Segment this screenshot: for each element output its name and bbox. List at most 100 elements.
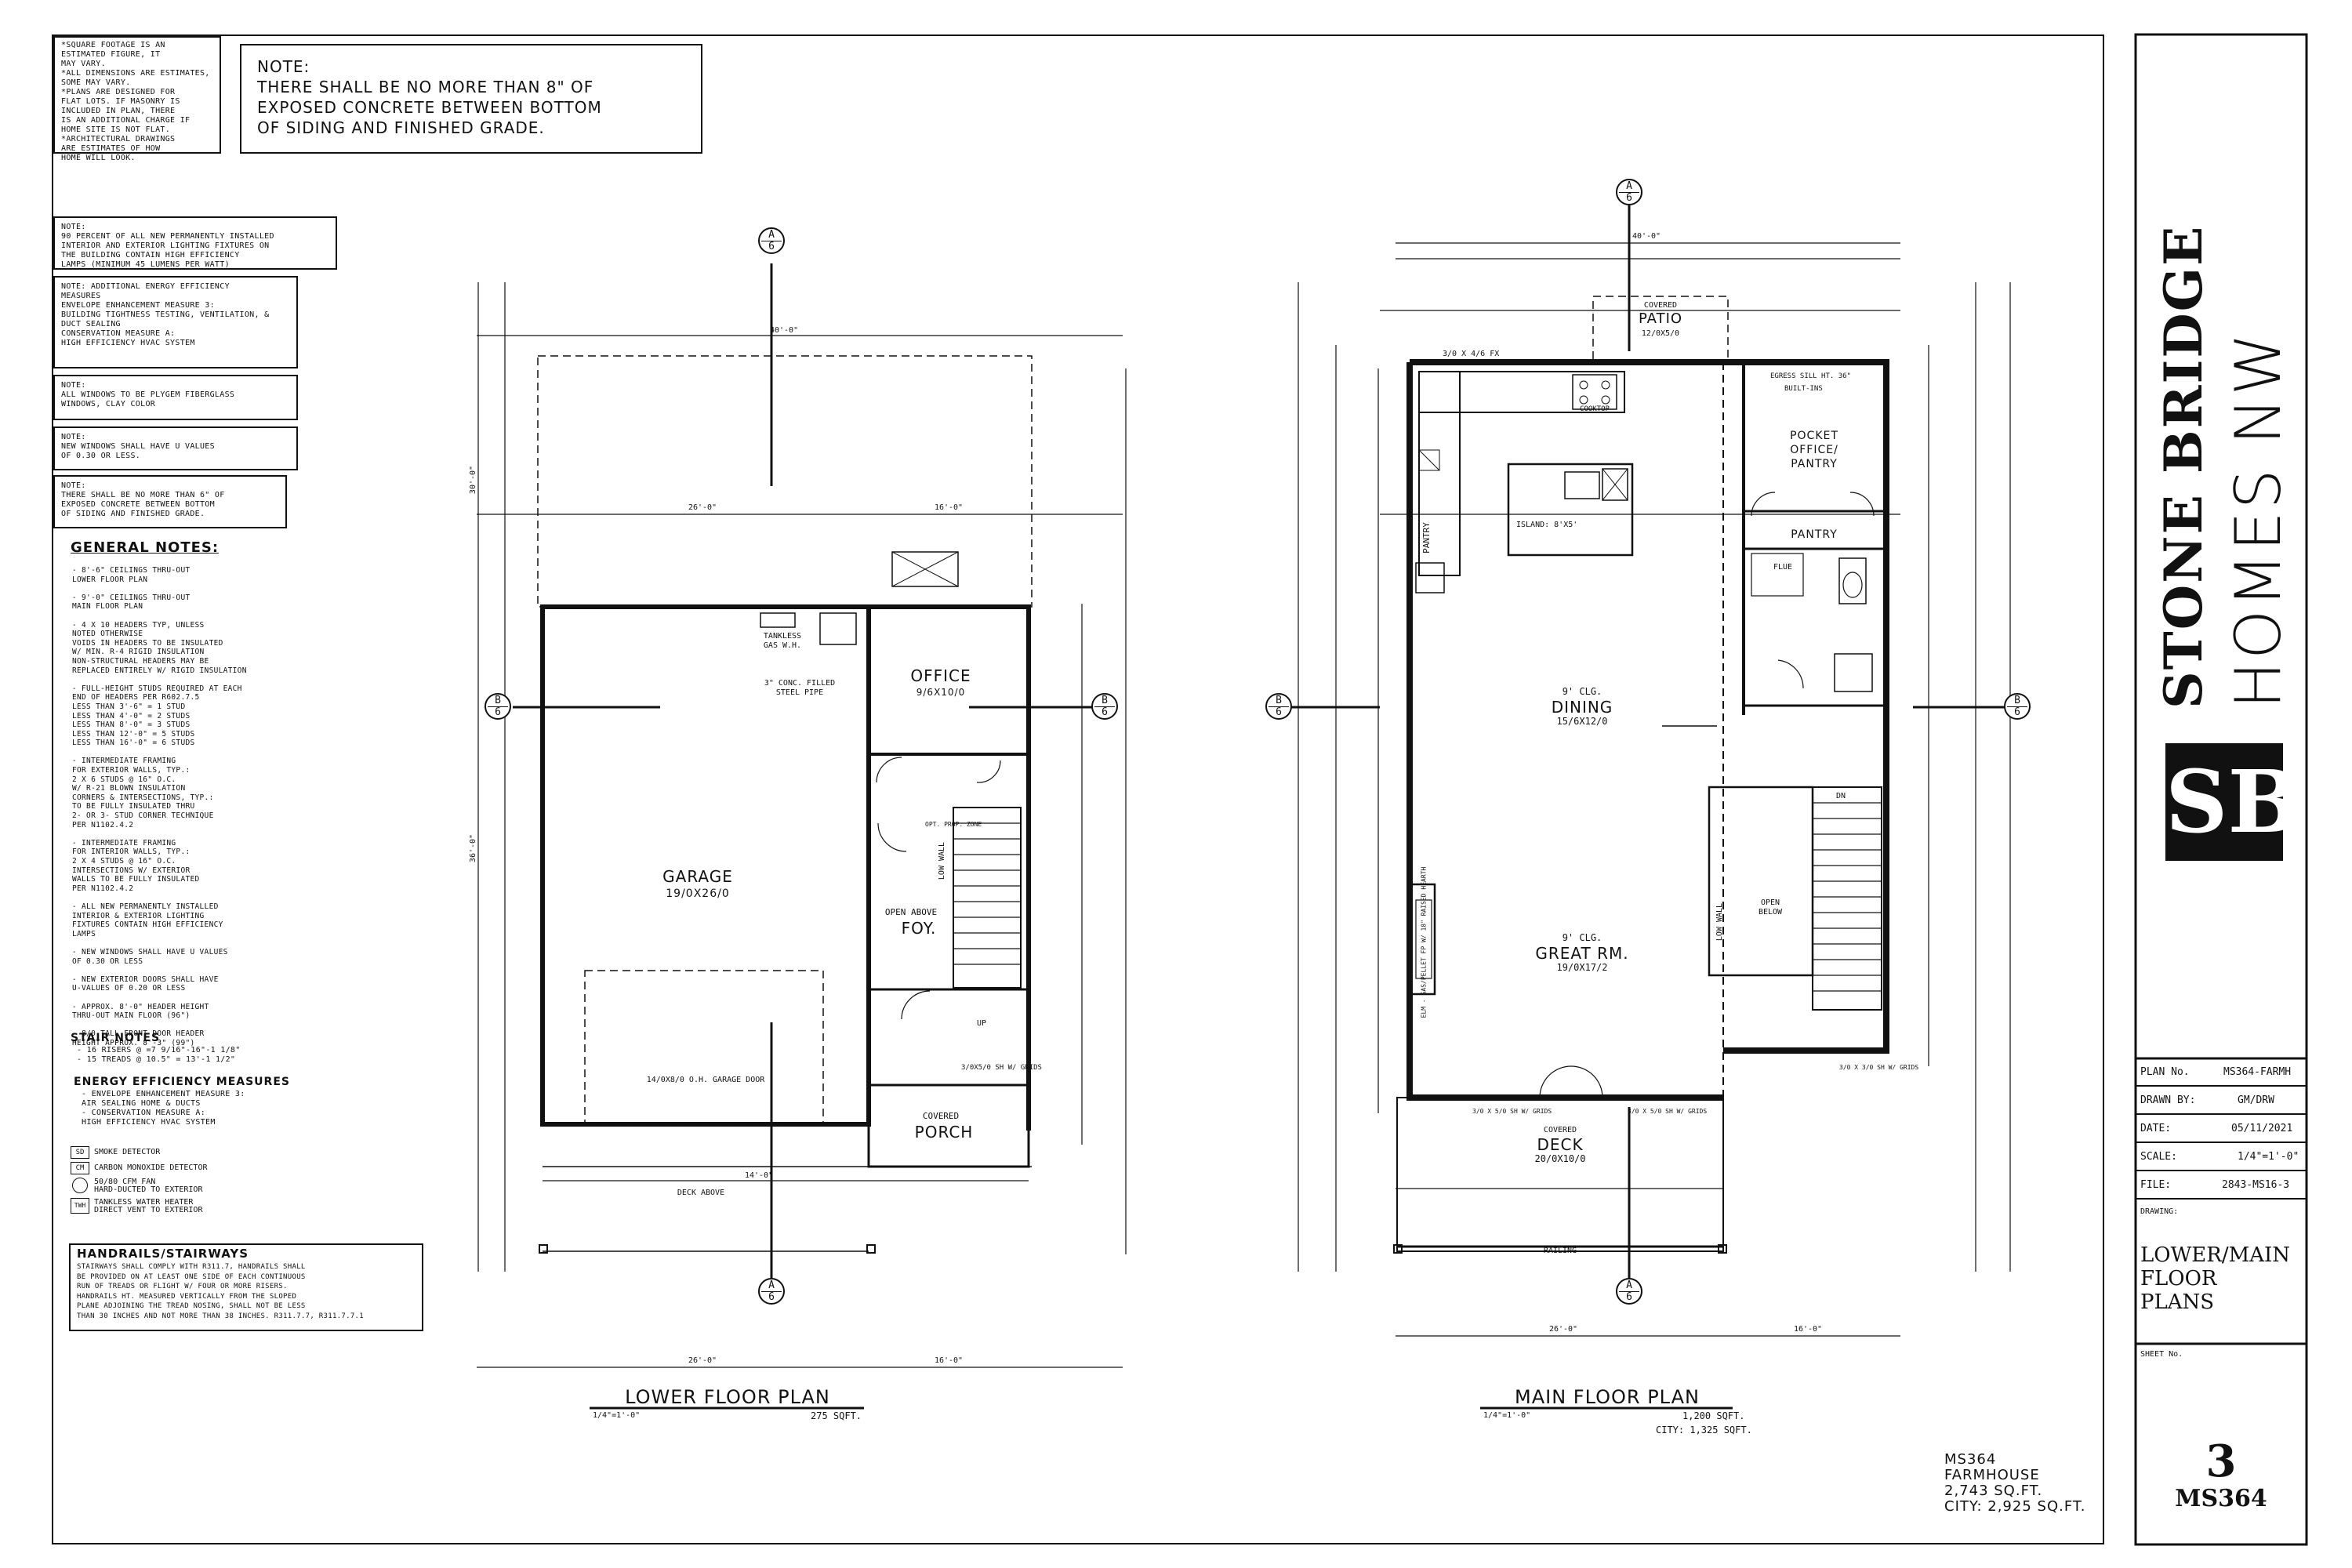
disclaimer-line: HOME SITE IS NOT FLAT.	[61, 125, 171, 134]
general-note-line: OF 0.30 OR LESS	[72, 956, 143, 966]
energy-line: HIGH EFFICIENCY HVAC SYSTEM	[61, 339, 195, 347]
drawing-title: LOWER/MAIN FLOOR PLANS	[2140, 1243, 2290, 1314]
project-label: MS364 FARMHOUSE 2,743 SQ.FT. CITY: 2,925…	[1944, 1452, 2085, 1515]
general-note-line: - NEW EXTERIOR DOORS SHALL HAVE	[72, 975, 219, 984]
brand-line-1: STONE BRIDGE	[2153, 224, 2214, 709]
scale-key: SCALE:	[2140, 1151, 2177, 1163]
general-note-line: - FULL-HEIGHT STUDS REQUIRED AT EACH	[72, 684, 242, 693]
general-note-line: TO BE FULLY INSULATED THRU	[72, 802, 195, 811]
plan-no-value: MS364-FARMH	[2223, 1066, 2292, 1078]
garage-door-label: 14/0X8/0 O.H. GARAGE DOOR	[646, 1076, 765, 1084]
u-values-line: NOTE:	[61, 433, 86, 441]
sheet-no-label: SHEET No.	[2140, 1350, 2183, 1359]
general-note-line: VOIDS IN HEADERS TO BE INSULATED	[72, 638, 223, 648]
energy-measure-line: HIGH EFFICIENCY HVAC SYSTEM	[82, 1118, 216, 1127]
general-note-line: W/ MIN. R-4 RIGID INSULATION	[72, 648, 205, 657]
lighting-line: LAMPS (MINIMUM 45 LUMENS PER WATT)	[61, 260, 230, 269]
u-values-line: NEW WINDOWS SHALL HAVE U VALUES	[61, 442, 215, 451]
drawing-title-2: FLOOR	[2140, 1267, 2217, 1290]
concrete-top-line: OF SIDING AND FINISHED GRADE.	[257, 118, 545, 137]
brand-name: STONE BRIDGE	[2153, 82, 2214, 709]
general-note-line: FOR EXTERIOR WALLS, TYP.:	[72, 766, 191, 775]
general-notes-title: GENERAL NOTES:	[71, 539, 220, 556]
cooktop-label: COOKTOP	[1580, 405, 1610, 413]
general-note-line: NOTED OTHERWISE	[72, 630, 143, 639]
lighting-note: NOTE:90 PERCENT OF ALL NEW PERMANENTLY I…	[61, 223, 274, 270]
concrete-small-line: OF SIDING AND FINISHED GRADE.	[61, 510, 205, 518]
egress-label: EGRESS SILL HT. 36"	[1770, 372, 1851, 380]
u-values-line: OF 0.30 OR LESS.	[61, 452, 141, 460]
energy-measure-line: - ENVELOPE ENHANCEMENT MEASURE 3:	[82, 1090, 245, 1098]
drawing-label: DRAWING:	[2140, 1207, 2179, 1216]
porch-covered: COVERED	[922, 1111, 960, 1121]
main-plan-sqft: 1,200 SQFT.	[1682, 1410, 1745, 1421]
lighting-line: INTERIOR AND EXTERIOR LIGHTING FIXTURES …	[61, 241, 270, 250]
disclaimer-line: IS AN ADDITIONAL CHARGE IF	[61, 116, 191, 125]
dining-size: 15/6X12/0	[1556, 716, 1608, 727]
lower-plan-title: LOWER FLOOR PLAN	[625, 1386, 830, 1408]
windows-note-box: NOTE:ALL WINDOWS TO BE PLYGEM FIBERGLASS…	[53, 375, 298, 420]
project-sqft: 2,743 SQ.FT.	[1944, 1483, 2043, 1499]
lower-dim-14: 14'-0"	[744, 1171, 774, 1180]
windows-line: ALL WINDOWS TO BE PLYGEM FIBERGLASS	[61, 390, 235, 399]
disclaimer-line: *SQUARE FOOTAGE IS AN	[61, 41, 165, 49]
lower-grids-label: 3/0X5/0 SH W/ GRIDS	[961, 1064, 1042, 1072]
great-name: GREAT RM.	[1535, 944, 1629, 963]
handrails-text: STAIRWAYS SHALL COMPLY WITH R311.7, HAND…	[77, 1262, 364, 1321]
general-note-line: LESS THAN 16'-0" = 6 STUDS	[72, 739, 195, 748]
main-dim-b: 16'-0"	[1793, 1325, 1823, 1334]
general-note-line: LESS THAN 12'-0" = 5 STUDS	[72, 729, 195, 739]
lower-low-wall: LOW WALL	[938, 841, 947, 880]
general-note-line: LOWER FLOOR PLAN	[72, 575, 148, 584]
disclaimer-line: *PLANS ARE DESIGNED FOR	[61, 88, 176, 96]
office-size: 9/6X10/0	[916, 687, 966, 698]
twh-label: TANKLESS WATER HEATER	[94, 1198, 194, 1207]
disclaimer-line: FLAT LOTS. IF MASONRY IS	[61, 97, 180, 106]
steel-pipe-label-2: STEEL PIPE	[775, 688, 824, 697]
file-value: 2843-MS16-3	[2222, 1179, 2290, 1191]
handrails-title: HANDRAILS/STAIRWAYS	[77, 1247, 249, 1261]
main-dim-top: 40'-0"	[1632, 232, 1661, 241]
concrete-top-line: NOTE:	[257, 57, 310, 76]
legend: SD SMOKE DETECTOR CM CARBON MONOXIDE DET…	[71, 1146, 306, 1217]
project-city-sqft: CITY: 2,925 SQ.FT.	[1944, 1498, 2086, 1515]
lower-plan-geometry	[477, 263, 1127, 1368]
main-plan-title: MAIN FLOOR PLAN	[1515, 1386, 1700, 1408]
energy-measures-list: - ENVELOPE ENHANCEMENT MEASURE 3:AIR SEA…	[82, 1090, 245, 1127]
handrails-box: HANDRAILS/STAIRWAYS STAIRWAYS SHALL COMP…	[69, 1243, 423, 1331]
lower-plan-sqft: 275 SQFT.	[811, 1410, 862, 1421]
general-note-line: PER N1102.4.2	[72, 884, 134, 893]
energy-line: CONSERVATION MEASURE A:	[61, 329, 176, 338]
lower-plan-scale: 1/4"=1'-0"	[593, 1411, 641, 1420]
stair-notes-list: - 16 RISERS @ =7 9/16"-16"-1 1/8"- 15 TR…	[77, 1046, 241, 1065]
sh-right2-label: 3/0 X 3/0 SH W/ GRIDS	[1839, 1064, 1919, 1071]
energy-line: MEASURES	[61, 292, 101, 300]
foyer-open-above: OPEN ABOVE	[884, 907, 938, 917]
windows-note: NOTE:ALL WINDOWS TO BE PLYGEM FIBERGLASS…	[61, 381, 234, 409]
lighting-line: THE BUILDING CONTAIN HIGH EFFICIENCY	[61, 251, 240, 260]
windows-line: WINDOWS, CLAY COLOR	[61, 400, 156, 408]
general-note-line: LESS THAN 8'-0" = 3 STUDS	[72, 720, 191, 730]
disclaimer-line: MAY VARY.	[61, 60, 106, 68]
office-name: OFFICE	[910, 666, 971, 685]
dining-clg: 9' CLG.	[1562, 686, 1602, 697]
lower-dim-bottom-a: 26'-0"	[688, 1356, 717, 1365]
deck-covered: COVERED	[1543, 1126, 1577, 1134]
general-note-line: - 8'-6" CEILINGS THRU-OUT	[72, 566, 191, 575]
general-note-line: INTERIOR & EXTERIOR LIGHTING	[72, 911, 205, 920]
disclaimer-line: *ALL DIMENSIONS ARE ESTIMATES,	[61, 69, 210, 78]
flue-label: FLUE	[1773, 563, 1793, 572]
lower-dim-side: 30'-0"	[469, 465, 478, 495]
row-drawn-by: DRAWN BY:GM/DRW	[2136, 1087, 2307, 1115]
lower-dim-a: 26'-0"	[688, 503, 717, 512]
